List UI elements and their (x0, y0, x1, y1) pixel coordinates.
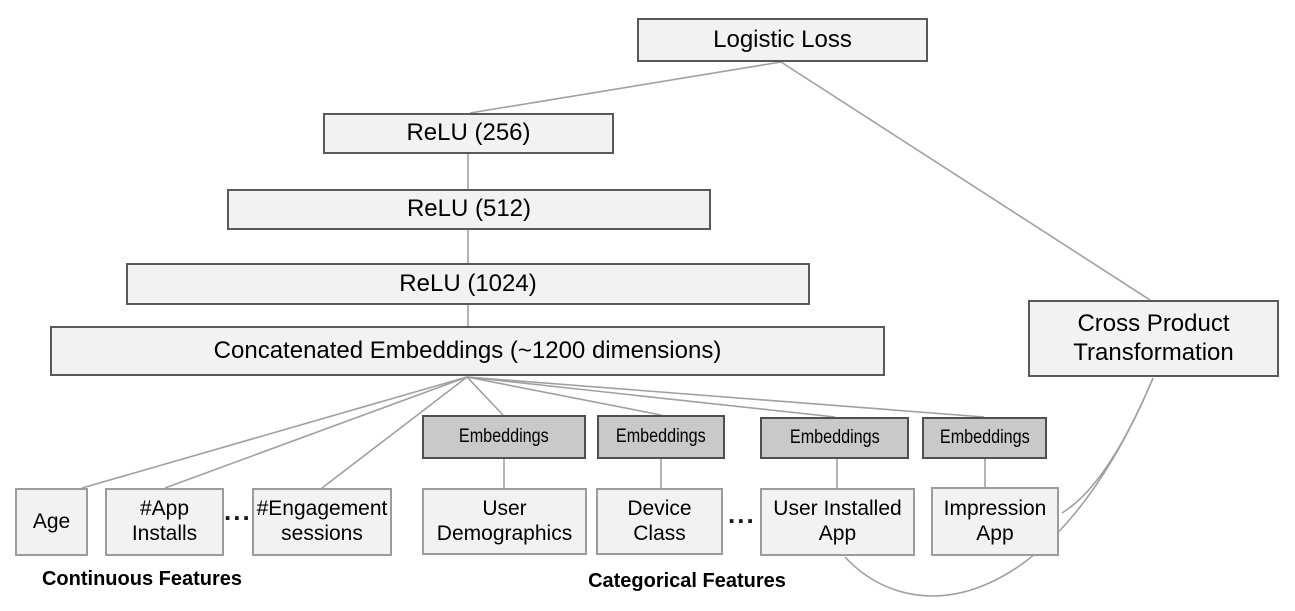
node-age: Age (15, 488, 88, 556)
node-engagement-sessions: #Engagement sessions (252, 488, 392, 556)
ellipsis-categorical: ... (728, 499, 756, 529)
node-user-installed-app-label: User Installed App (773, 497, 902, 545)
node-embeddings-3: Embeddings (760, 417, 909, 459)
node-age-label: Age (32, 509, 71, 533)
connector-loss-to-relu256 (469, 61, 782, 114)
node-relu-1024: ReLU (1024) (126, 263, 810, 305)
node-engagement-sessions-label: #Engagement sessions (256, 497, 388, 545)
node-impression-app: Impression App (931, 487, 1059, 556)
connector-concat-age (81, 376, 468, 489)
node-concatenated-embeddings: Concatenated Embeddings (~1200 dimension… (50, 326, 885, 376)
node-device-class-label: Device Class (627, 496, 692, 545)
node-user-demographics: User Demographics (422, 488, 587, 555)
node-cross-product-transformation-label: Cross Product Transformation (1073, 310, 1234, 366)
node-embeddings-2: Embeddings (597, 415, 725, 459)
node-relu-1024-label: ReLU (1024) (399, 269, 537, 297)
node-app-installs-label: #App Installs (131, 497, 198, 545)
connector-concat-embeddings3 (466, 376, 836, 418)
node-logistic-loss-label: Logistic Loss (713, 25, 852, 53)
connector-crossproduct-userinstalledapp (844, 377, 1154, 597)
connector-concat-engagement (321, 376, 468, 489)
node-embeddings-2-label: Embeddings (616, 425, 706, 447)
connector-concat-embeddings1 (466, 376, 504, 416)
node-user-demographics-label: User Demographics (436, 496, 573, 545)
node-relu-256: ReLU (256) (323, 113, 614, 154)
ellipsis-continuous: ... (224, 496, 252, 526)
node-embeddings-1-label: Embeddings (459, 425, 549, 447)
connector-concat-appinstalls (164, 376, 468, 489)
connector-loss-to-crossproduct (780, 61, 1151, 301)
node-embeddings-4: Embeddings (922, 417, 1047, 459)
node-impression-app-label: Impression App (943, 496, 1047, 545)
node-cross-product-transformation: Cross Product Transformation (1028, 300, 1279, 377)
connector-crossproduct-impressionapp (1061, 377, 1154, 514)
node-relu-512-label: ReLU (512) (406, 195, 532, 223)
group-label-continuous-features: Continuous Features (41, 568, 242, 590)
node-relu-512: ReLU (512) (227, 189, 711, 230)
group-label-categorical-features: Categorical Features (588, 570, 786, 592)
node-embeddings-1: Embeddings (422, 415, 586, 459)
node-concatenated-embeddings-label: Concatenated Embeddings (~1200 dimension… (213, 336, 722, 364)
node-logistic-loss: Logistic Loss (637, 18, 928, 62)
node-relu-256-label: ReLU (256) (406, 119, 531, 147)
connector-concat-embeddings4 (466, 376, 985, 418)
node-embeddings-4-label: Embeddings (939, 426, 1030, 448)
node-user-installed-app: User Installed App (760, 488, 915, 556)
node-device-class: Device Class (596, 488, 723, 555)
connector-concat-embeddings2 (466, 376, 662, 416)
node-app-installs: #App Installs (105, 488, 224, 556)
node-embeddings-3-label: Embeddings (789, 426, 880, 448)
